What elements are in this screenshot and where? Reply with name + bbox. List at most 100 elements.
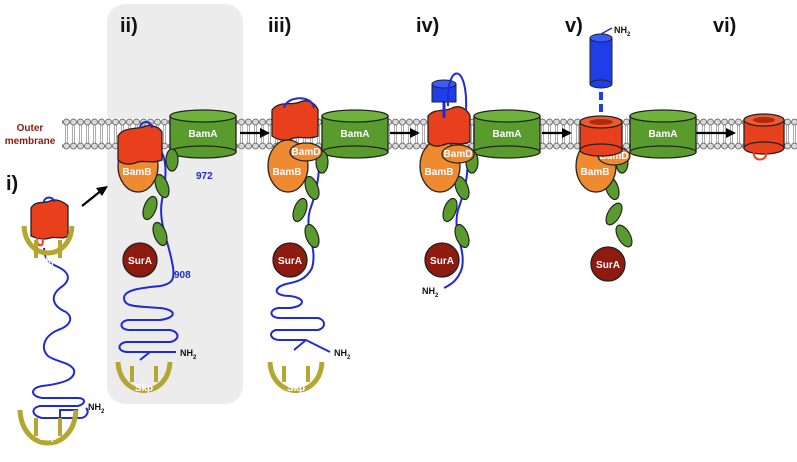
step-iv-bama-bottom: [473, 145, 541, 159]
step-v-bamd-label: BamD: [600, 151, 629, 162]
step-ii-sura-label: SurA: [128, 256, 152, 267]
step-i-nterm: NH2: [88, 402, 105, 415]
step-ii-bama-top: [169, 109, 237, 123]
step-v-potra-3: [605, 202, 623, 226]
step-iii-bama-bottom: [321, 145, 389, 159]
step-label-ii: ii): [120, 15, 138, 37]
arrow-ii-to-iii: [240, 128, 270, 138]
step-iv-bama-label: BamA: [493, 129, 522, 140]
step-iv-group: BamA BamB BamD SurA NH2: [419, 72, 541, 299]
step-i-skp-bottom-label: Skp: [39, 432, 57, 443]
step-label-iii: iii): [268, 15, 291, 37]
step-ii-potra-3: [142, 195, 158, 221]
arrow-i-to-ii: [81, 186, 108, 207]
step-i-omp-loop: [43, 196, 55, 203]
step-i-skp-top: [21, 225, 75, 256]
step-ii-residue-908: 908: [174, 270, 191, 281]
step-v-extracellular-top: [589, 33, 613, 43]
step-v-group: BamA BamB BamD NH2 SurA: [575, 25, 697, 282]
step-iv-extracellular-top: [431, 79, 457, 89]
step-iv-bamb-label: BamB: [425, 167, 454, 178]
step-i-skp-bottom: [17, 409, 79, 446]
step-ii-bama-label: BamA: [189, 129, 218, 140]
step-iii-sura: [272, 242, 308, 278]
step-label-iv: iv): [416, 15, 439, 37]
step-ii-bama-bottom: [169, 145, 237, 159]
step-iv-bama-top: [473, 109, 541, 123]
step-iv-nterm: NH2: [422, 286, 439, 299]
arrow-iii-to-iv: [390, 128, 420, 138]
step-label-vi: vi): [713, 15, 736, 37]
step-i-nterm-tail: [59, 409, 78, 418]
step-iii-skp-label: Skp: [287, 383, 305, 394]
step-iii-bamb-label: BamB: [273, 167, 302, 178]
step-v-omp-barrel-pore: [589, 119, 613, 125]
step-iv-chain-loop: [446, 72, 468, 111]
step-ii-potra-2: [154, 173, 170, 199]
step-iii-bama-top: [321, 109, 389, 123]
step-i-unfolded-chain: [32, 247, 89, 419]
step-v-bamb-label: BamB: [581, 167, 610, 178]
step-ii-highlight-panel: [107, 4, 243, 404]
step-iii-omp-loop: [283, 97, 315, 109]
step-iii-potra-3: [292, 197, 308, 223]
step-v-bama-bottom: [629, 145, 697, 159]
step-v-sura-label: SurA: [596, 260, 620, 271]
step-ii-skp-label: Skp: [135, 383, 153, 394]
step-ii-sura: [122, 242, 158, 278]
arrow-v-to-vi: [694, 128, 736, 138]
step-iii-sura-label: SurA: [278, 256, 302, 267]
step-v-bama-label: BamA: [649, 129, 678, 140]
step-ii-omp: [117, 124, 163, 165]
step-vi-group: [743, 113, 785, 161]
step-ii-potra-4: [152, 221, 168, 247]
step-v-bama-top: [629, 109, 697, 123]
step-label-v: v): [565, 15, 583, 37]
step-v-potra-4: [615, 224, 633, 248]
step-v-extracellular-domain: [589, 37, 613, 85]
step-iii-nterm: NH2: [334, 348, 351, 361]
step-i-skp-bottom-inner: [34, 418, 62, 436]
step-i-skp-top-label: Skp: [39, 255, 57, 266]
step-iii-bama-label: BamA: [341, 129, 370, 140]
step-iv-sura: [424, 242, 460, 278]
step-v-nterm: NH2: [614, 25, 631, 38]
step-ii-skp-inner: [130, 366, 158, 382]
membrane-label-2: membrane: [5, 136, 56, 147]
step-ii-chain-tail: [139, 351, 176, 361]
step-iii-skp: [267, 361, 325, 393]
step-iii-group: BamA BamB BamD SurA Skp NH2: [267, 97, 389, 394]
step-i-omp-tail: [36, 235, 44, 247]
step-i-group: Skp Skp NH2: [17, 196, 105, 446]
step-iv-sura-label: SurA: [430, 256, 454, 267]
step-iii-chain-tail: [293, 338, 331, 353]
step-iii-bamd-label: BamD: [292, 147, 321, 158]
step-ii-bamb-label: BamB: [123, 167, 152, 178]
step-iii-omp: [271, 100, 319, 141]
step-ii-group: BamA BamB SurA Skp NH2 972 908: [115, 109, 237, 394]
step-label-i: i): [6, 173, 18, 195]
step-iii-bamd: [289, 142, 323, 162]
step-iii-potra-2: [304, 175, 320, 201]
step-ii-nterm: NH2: [180, 348, 197, 361]
step-iv-bamd-label: BamD: [444, 149, 473, 160]
step-v-extracellular-bottom: [589, 79, 613, 89]
step-ii-skp: [115, 361, 173, 393]
step-v-omp-barrel-bottom: [579, 143, 623, 157]
step-iii-potra-4: [304, 223, 320, 249]
step-ii-residue-972: 972: [196, 171, 213, 182]
step-v-sura: [590, 246, 626, 282]
membrane-label: Outer: [17, 123, 44, 134]
step-iv-potra-4: [454, 223, 470, 249]
step-ii-omp-loop: [139, 121, 153, 129]
step-i-skp-top-inner: [34, 240, 62, 258]
step-iv-omp: [427, 106, 471, 147]
step-i-omp: [30, 199, 69, 240]
step-vi-omp-barrel-pore: [753, 117, 775, 123]
step-vi-omp-barrel-bottom: [743, 141, 785, 155]
step-ii-potra-1: [165, 148, 179, 172]
step-iii-skp-inner: [282, 366, 310, 382]
arrow-iv-to-v: [542, 128, 572, 138]
